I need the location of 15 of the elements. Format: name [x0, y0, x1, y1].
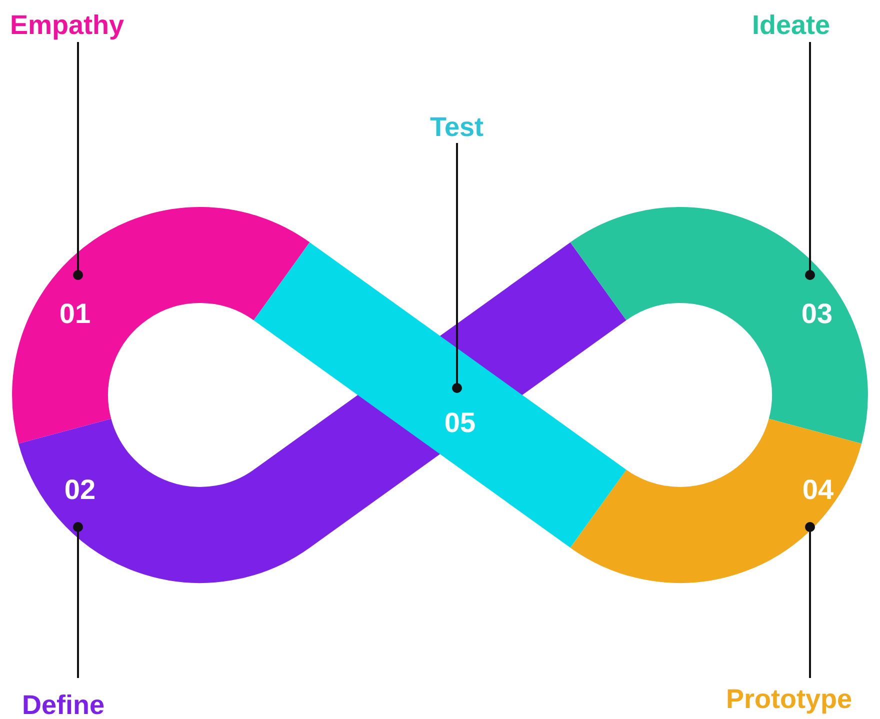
step-number: 05 — [444, 409, 476, 437]
stage-label: Empathy — [10, 12, 124, 39]
step-number: 01 — [59, 300, 91, 328]
stage-label: Test — [430, 114, 484, 141]
leader-line — [805, 42, 815, 280]
leader-line — [73, 522, 83, 678]
leader-line — [452, 143, 462, 393]
stage-label: Ideate — [752, 12, 830, 39]
step-number: 03 — [801, 300, 833, 328]
stage-label: Prototype — [726, 686, 852, 713]
leader-line — [805, 522, 815, 678]
step-number: 04 — [802, 476, 834, 504]
stage-label: Define — [22, 692, 105, 719]
leader-line — [73, 42, 83, 280]
step-number: 02 — [64, 476, 96, 504]
